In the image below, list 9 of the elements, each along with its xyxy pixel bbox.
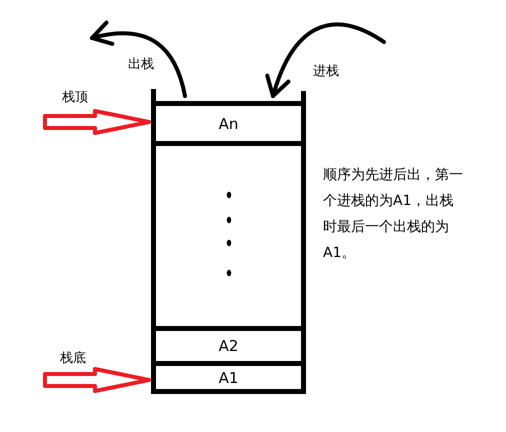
note-text: 顺序为先进后出，第一个进栈的为A1，出栈时最后一个出栈的为A1。 [323, 166, 463, 263]
hollow-arrow [43, 367, 151, 393]
curved-arrow [90, 21, 187, 98]
hollow-arrow [43, 109, 151, 135]
edge-label: 进栈 [313, 62, 339, 80]
stack-label: 栈顶 [62, 89, 88, 106]
edge-label: 出栈 [128, 55, 154, 73]
stack-label: 栈底 [60, 350, 86, 367]
curved-arrow [266, 22, 386, 98]
